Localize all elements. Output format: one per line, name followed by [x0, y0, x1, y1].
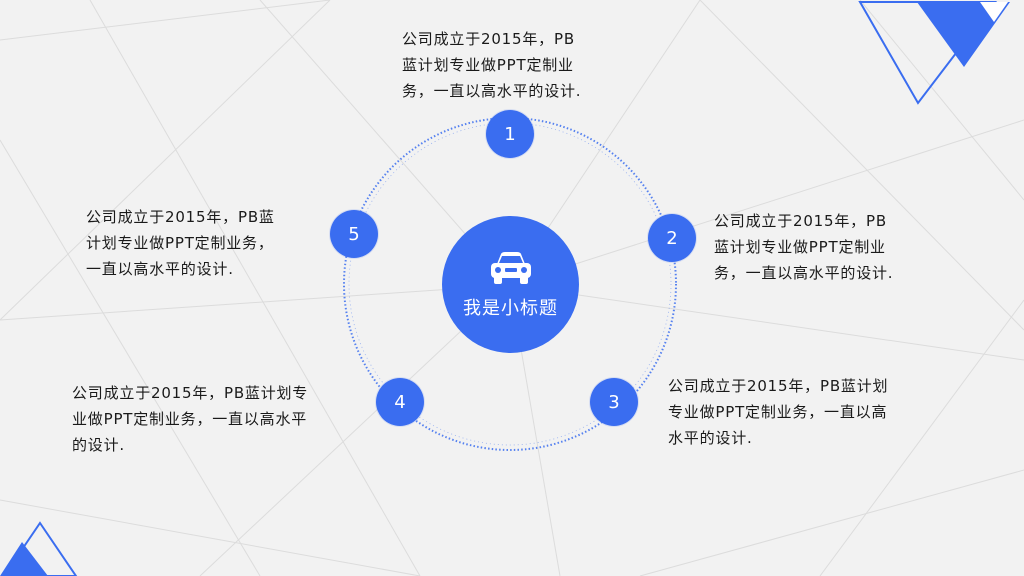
description-1: 公司成立于2015年，PB 蓝计划专业做PPT定制业 务，一直以高水平的设计.	[402, 30, 582, 100]
small-white-triangle	[980, 2, 1008, 22]
center-title: 我是小标题	[463, 297, 558, 319]
filled-triangle	[917, 2, 1010, 67]
description-5: 公司成立于2015年，PB蓝 计划专业做PPT定制业务， 一直以高水平的设计.	[86, 208, 275, 278]
description-4: 公司成立于2015年，PB蓝计划专 业做PPT定制业务，一直以高水平 的设计.	[72, 384, 309, 454]
node-1: 1	[486, 110, 534, 158]
node-number: 5	[348, 223, 360, 245]
node-number: 4	[394, 391, 406, 413]
node-number: 2	[666, 227, 678, 249]
top-right-triangles	[858, 1, 1010, 105]
car-icon	[490, 251, 531, 284]
node-number: 1	[504, 123, 516, 145]
description-3: 公司成立于2015年，PB蓝计划 专业做PPT定制业务，一直以高 水平的设计.	[668, 377, 889, 447]
node-number: 3	[608, 391, 620, 413]
node-5: 5	[330, 210, 378, 258]
node-3: 3	[590, 378, 638, 426]
bottom-left-triangles	[0, 521, 78, 576]
filled-triangle-bl	[0, 542, 48, 576]
description-2: 公司成立于2015年，PB 蓝计划专业做PPT定制业 务，一直以高水平的设计.	[714, 212, 894, 282]
node-2: 2	[648, 214, 696, 262]
node-4: 4	[376, 378, 424, 426]
center-circle: 我是小标题	[442, 216, 579, 353]
